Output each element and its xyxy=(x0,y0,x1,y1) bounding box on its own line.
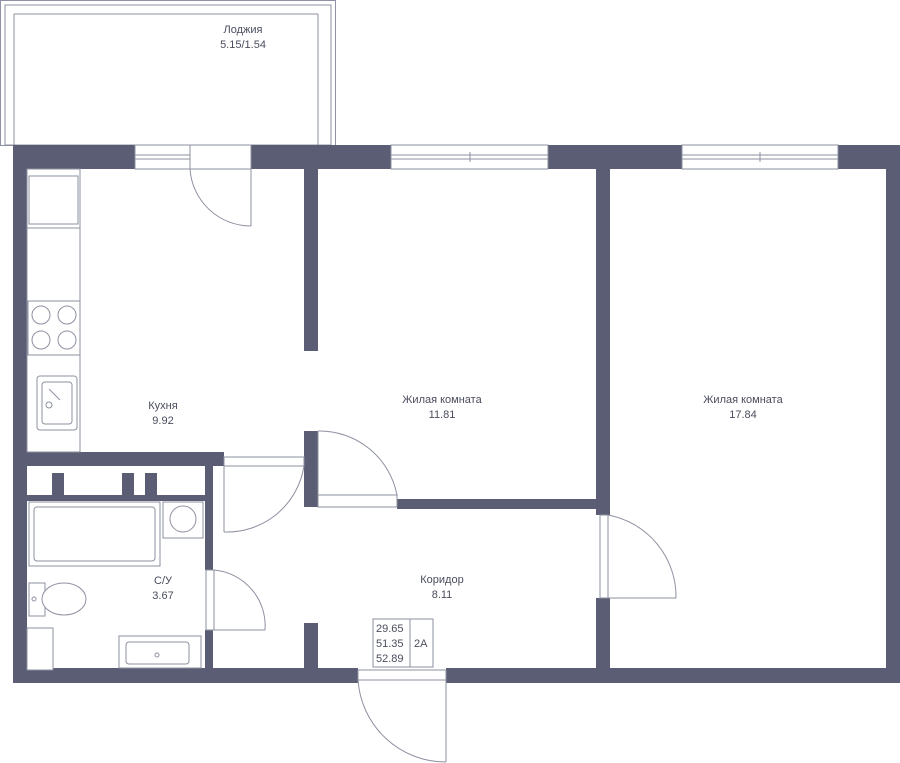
bathroom-fixtures xyxy=(26,501,204,671)
svg-text:Коридор: Коридор xyxy=(420,574,463,586)
room-label-living1: Жилая комната 11.81 xyxy=(402,394,482,421)
apartment-type-label: 2А xyxy=(414,638,428,650)
kitchen-fixtures xyxy=(26,168,81,453)
stove-icon xyxy=(27,300,81,356)
exterior-walls xyxy=(13,145,900,683)
svg-text:11.81: 11.81 xyxy=(429,409,456,421)
door-living1 xyxy=(317,430,398,508)
door-kitchen-loggia xyxy=(189,168,252,227)
door-bathroom xyxy=(205,569,266,631)
fridge-icon xyxy=(28,175,79,225)
shaft-icon xyxy=(26,627,54,671)
window-living1 xyxy=(390,144,549,170)
door-entrance xyxy=(357,669,447,763)
room-label-kitchen: Кухня 9.92 xyxy=(148,400,177,427)
svg-text:5.15/1.54: 5.15/1.54 xyxy=(220,39,266,51)
room-label-corridor: Коридор 8.11 xyxy=(420,574,463,601)
svg-text:Лоджия: Лоджия xyxy=(224,24,263,36)
kitchen-sink-icon xyxy=(36,375,78,431)
loggia-outline xyxy=(0,0,336,146)
toilet-icon xyxy=(28,582,87,617)
windows xyxy=(134,144,839,170)
room-label-loggia: Лоджия 5.15/1.54 xyxy=(220,24,266,51)
washing-machine-icon xyxy=(162,501,204,539)
living-area-value: 29.65 xyxy=(376,623,404,635)
window-living2 xyxy=(681,144,839,170)
door-kitchen-corridor xyxy=(223,456,305,533)
room-label-living2: Жилая комната 17.84 xyxy=(703,394,783,421)
svg-text:3.67: 3.67 xyxy=(152,590,173,602)
bathroom-sink-icon xyxy=(118,635,202,669)
room-label-bathroom: С/У 3.67 xyxy=(152,575,173,602)
area-summary-box: 29.65 51.35 52.89 2А xyxy=(372,618,434,668)
bathtub-icon xyxy=(28,501,161,567)
window-kitchen xyxy=(134,144,252,170)
svg-text:9.92: 9.92 xyxy=(152,415,173,427)
svg-text:17.84: 17.84 xyxy=(729,409,757,421)
total-with-loggia-value: 52.89 xyxy=(376,653,404,665)
interior-walls xyxy=(27,169,610,670)
svg-text:8.11: 8.11 xyxy=(432,589,453,601)
total-area-value: 51.35 xyxy=(376,638,404,650)
svg-text:Жилая комната: Жилая комната xyxy=(703,394,783,406)
doors xyxy=(189,168,677,763)
door-living2 xyxy=(599,514,677,599)
svg-text:С/У: С/У xyxy=(154,575,173,587)
svg-text:Кухня: Кухня xyxy=(148,400,177,412)
svg-text:Жилая комната: Жилая комната xyxy=(402,394,482,406)
